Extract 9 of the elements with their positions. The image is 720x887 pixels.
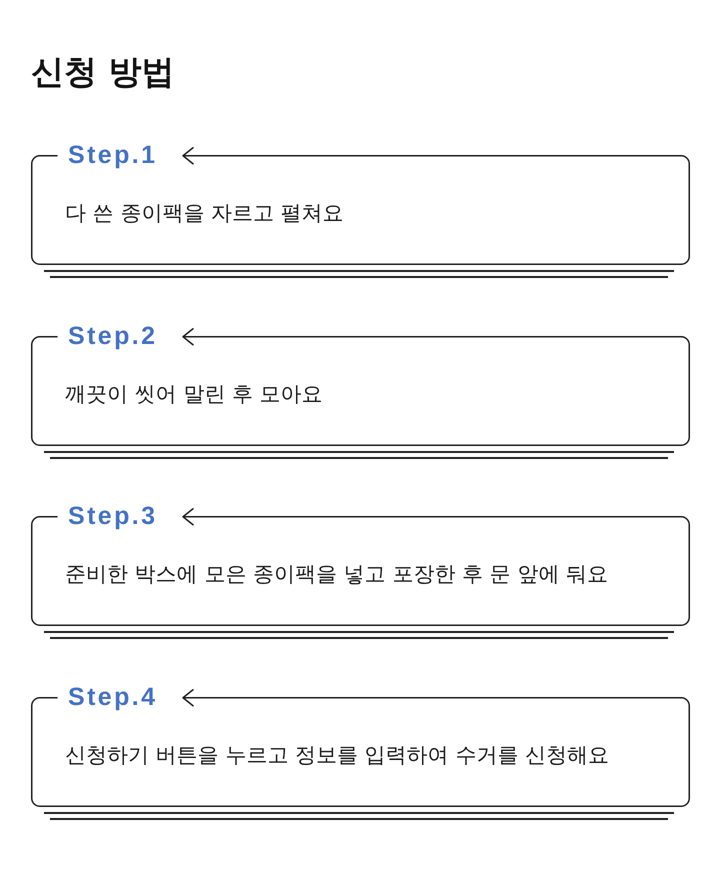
instruction-text: 준비한 박스에 모은 종이팩을 넣고 포장한 후 문 앞에 둬요: [65, 561, 608, 588]
step-label: Step.2: [68, 321, 158, 351]
step-label: Step.1: [68, 140, 158, 170]
instruction-text: 신청하기 버튼을 누르고 정보를 입력하여 수거를 신청해요: [65, 742, 610, 769]
title: 신청 방법: [31, 51, 174, 93]
instruction-text: 다 쓴 종이팩을 자르고 펼쳐요: [65, 200, 344, 227]
step-label: Step.4: [68, 682, 158, 712]
instruction-text: 깨끗이 씻어 말린 후 모아요: [65, 381, 323, 408]
step-label: Step.3: [68, 501, 158, 531]
